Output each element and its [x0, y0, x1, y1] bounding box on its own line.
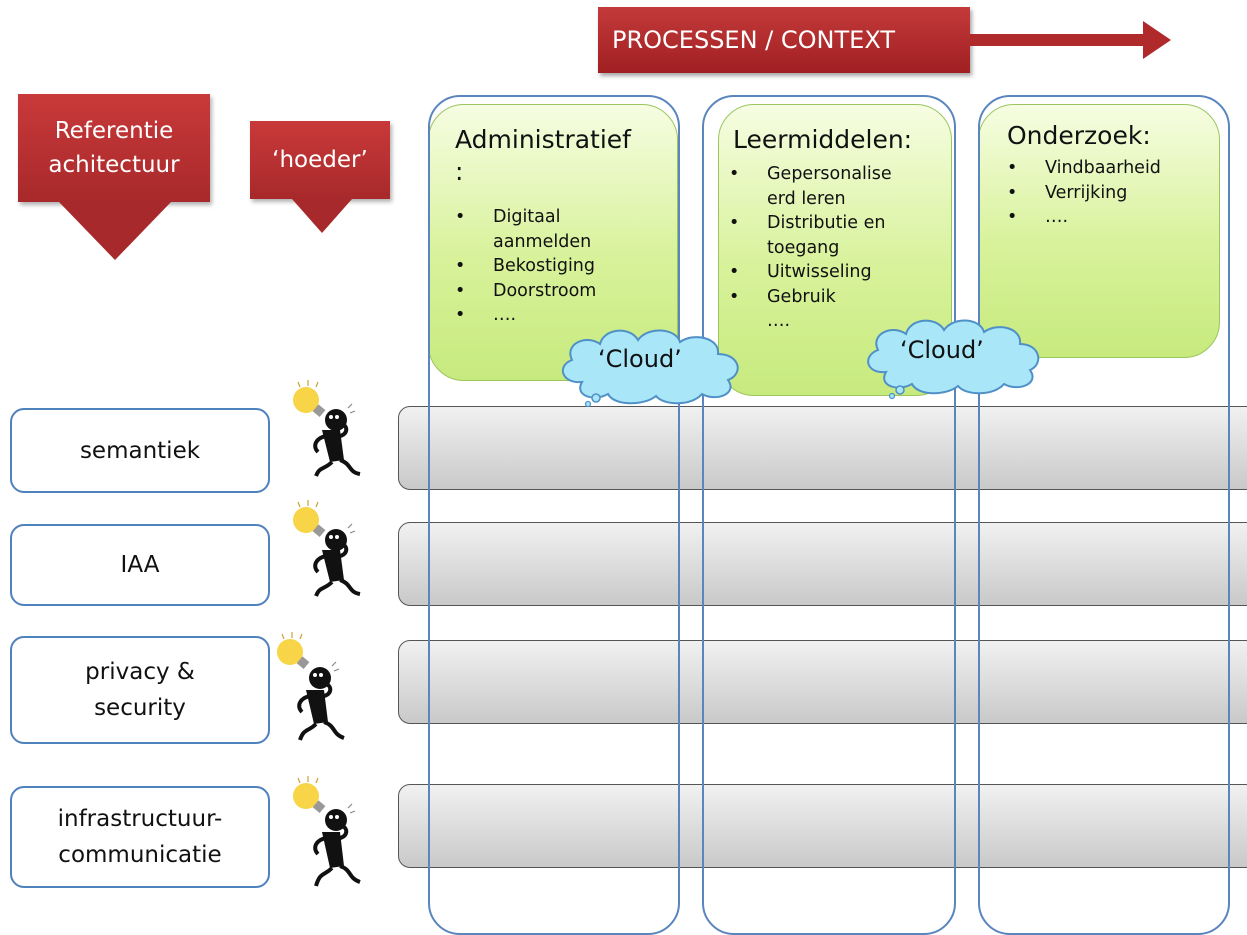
processen-context-label: PROCESSEN / CONTEXT [612, 26, 895, 54]
layer-label-privacy-security: privacy & security [10, 636, 270, 744]
process-onderzoek: Onderzoek: Vindbaarheid Verrijking …. [978, 104, 1220, 358]
layer-label-infrastructuur-communicatie: infrastructuur-communicatie [10, 786, 270, 888]
person-lightbulb-icon [293, 380, 361, 477]
down-arrow-icon [59, 202, 171, 260]
hoeder-label: ‘hoeder’ [272, 147, 368, 173]
list-item: …. [455, 303, 596, 328]
right-arrow-icon [1143, 21, 1171, 59]
list-item: …. [1007, 205, 1161, 230]
referentie-label-line1: Referentie [54, 118, 174, 144]
cloud-label: ‘Cloud’ [598, 345, 682, 373]
list-item: Vindbaarheid [1007, 156, 1161, 181]
layer-label-text-2: communicatie [58, 842, 222, 868]
processen-arrow-shaft [970, 34, 1145, 46]
layer-bar-semantiek [398, 406, 1247, 490]
process-title: Administratief [455, 125, 631, 154]
process-title: Onderzoek: [1007, 121, 1151, 150]
list-item: Digitaal [455, 205, 596, 230]
referentie-label-line2: achitectuur [48, 152, 180, 178]
layer-bar-privacy-security [398, 640, 1247, 724]
process-title-continued: : [455, 157, 464, 186]
layer-label-text: semantiek [79, 437, 201, 464]
person-lightbulb-icon [293, 500, 361, 597]
process-item-list: Vindbaarheid Verrijking …. [1007, 156, 1161, 230]
process-title: Leermiddelen: [733, 125, 913, 154]
layer-bar-iaa [398, 522, 1247, 606]
cloud-icon [867, 319, 1040, 400]
cloud-label: ‘Cloud’ [900, 336, 984, 364]
list-item: Gebruik [729, 285, 892, 310]
layer-label-text: IAA [120, 552, 160, 578]
processen-context-arrow: PROCESSEN / CONTEXT [598, 7, 970, 73]
column-outline-onderzoek [978, 95, 1230, 935]
column-outline-administratief [428, 95, 680, 935]
list-item: erd leren [767, 188, 846, 209]
list-item: Distributie en [729, 211, 892, 236]
referentie-architectuur-arrow: Referentie achitectuur [18, 94, 210, 202]
list-item: Bekostiging [455, 254, 596, 279]
process-administratief: Administratief : Digitaal aanmelden Beko… [428, 104, 678, 381]
layer-bar-infrastructuur [398, 784, 1247, 868]
hoeder-arrow: ‘hoeder’ [250, 121, 390, 199]
layer-label-iaa: IAA [10, 524, 270, 606]
process-item-list: Digitaal aanmelden Bekostiging Doorstroo… [455, 205, 596, 328]
process-leermiddelen: Leermiddelen: Gepersonalise erd leren Di… [718, 104, 952, 396]
list-item: Gepersonalise [729, 162, 892, 187]
layer-label-semantiek: semantiek [10, 408, 270, 493]
layer-label-text: privacy & [85, 659, 195, 685]
list-item: Verrijking [1007, 181, 1161, 206]
layer-label-text-2: security [94, 695, 186, 721]
layer-label-text: infrastructuur- [57, 806, 223, 832]
list-item: aanmelden [493, 231, 592, 252]
list-item: Uitwisseling [729, 260, 892, 285]
person-lightbulb-icon [277, 632, 345, 741]
down-arrow-icon [292, 199, 352, 233]
list-item: Doorstroom [455, 279, 596, 304]
list-item: …. [767, 311, 791, 331]
column-outline-leermiddelen [702, 95, 956, 935]
cloud-icon [561, 329, 739, 408]
list-item: toegang [767, 237, 840, 258]
process-item-list: Gepersonalise erd leren Distributie en t… [729, 162, 892, 334]
person-lightbulb-icon [293, 776, 361, 887]
